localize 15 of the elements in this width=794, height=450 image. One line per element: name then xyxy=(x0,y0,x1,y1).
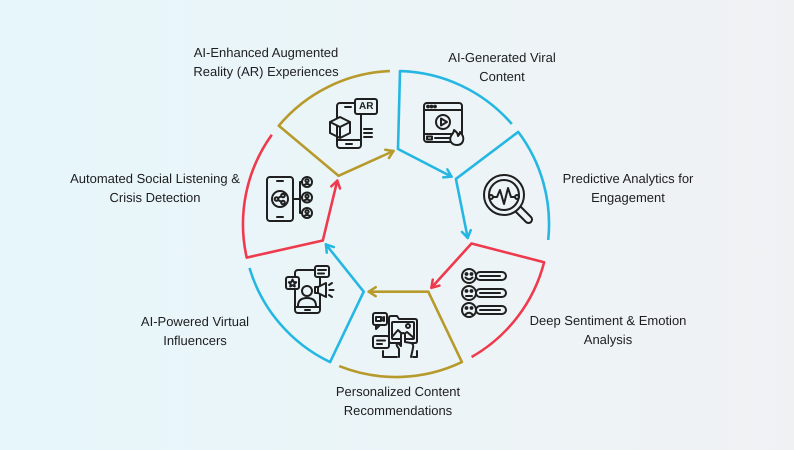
segment-label: Predictive Analytics for Engagement xyxy=(562,170,694,207)
segment-label: Automated Social Listening & Crisis Detection xyxy=(69,170,241,206)
arrow xyxy=(396,148,453,179)
segment-label: Deep Sentiment & Emotion Analysis xyxy=(528,312,688,349)
segment-label: AI-Enhanced Augmented Reality (AR) Experiences xyxy=(192,44,340,81)
segment-label: Personalized Content Recommendations xyxy=(334,383,462,420)
arrow xyxy=(324,243,365,293)
arrow xyxy=(337,148,395,178)
segment-label: AI-Powered Virtual Influencers xyxy=(140,313,250,350)
speech-bubble: AR xyxy=(354,98,378,115)
arrow xyxy=(367,286,430,298)
arrow xyxy=(430,242,473,290)
arrow xyxy=(322,179,342,242)
segment-label: AI-Generated Viral Content xyxy=(447,49,557,86)
arrow xyxy=(454,178,472,240)
